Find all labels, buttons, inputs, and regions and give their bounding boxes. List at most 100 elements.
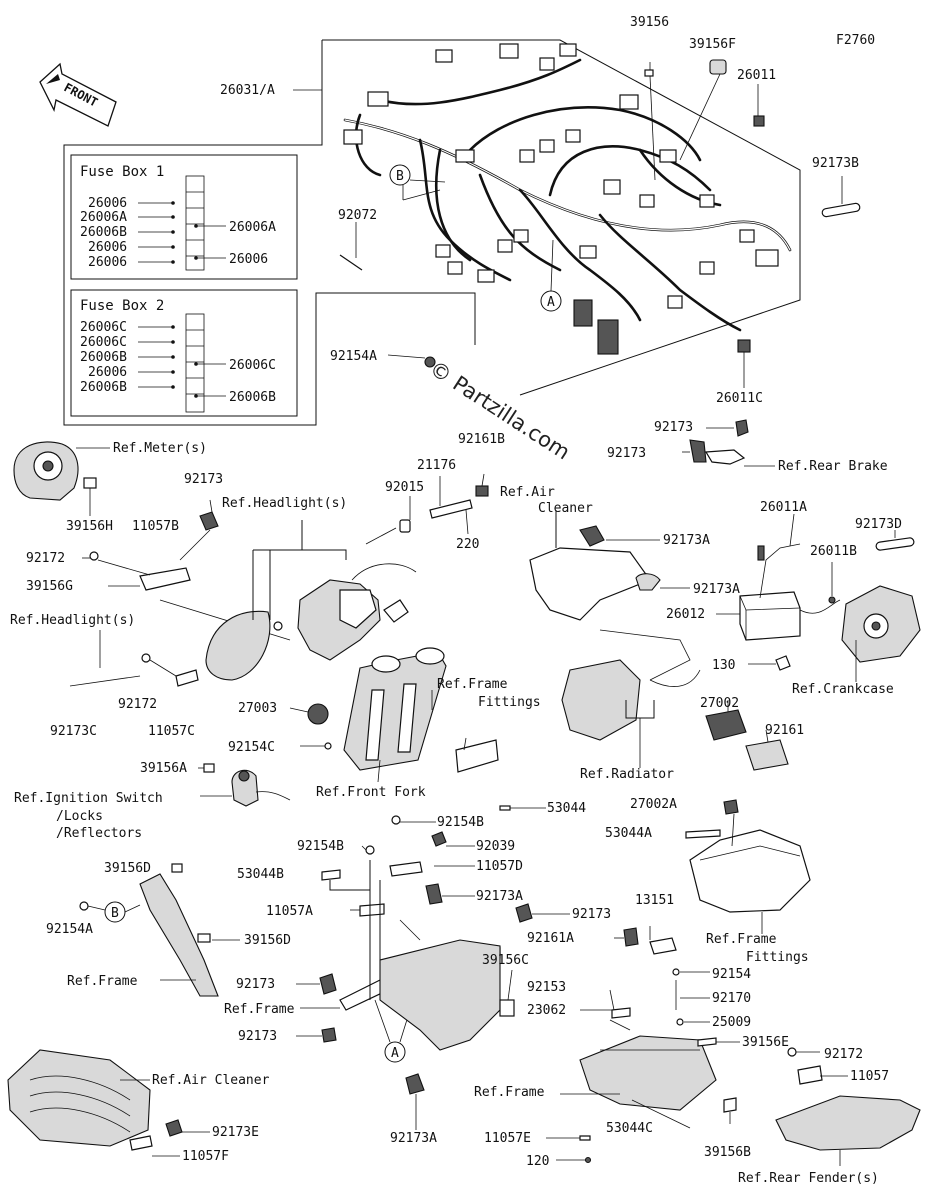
ref-label: Ref.Frame: [474, 1085, 545, 1100]
part-number: 27002A: [630, 797, 677, 812]
svg-text:B: B: [111, 906, 119, 921]
harness-connectors: [343, 43, 779, 355]
part-number: 92173: [236, 977, 275, 992]
fuse-box-1: Fuse Box 1 26006 26006A 26006B 26006 260…: [70, 154, 298, 280]
diagram-id: F2760: [836, 33, 875, 48]
part-number: 21176: [417, 458, 456, 473]
battery-tray: [685, 799, 811, 934]
part-number: 92015: [385, 480, 424, 495]
air-cleaner-box: [7, 1049, 210, 1157]
ref-label: Fittings: [746, 950, 809, 965]
part-number: 39156C: [482, 953, 529, 968]
main-wiring-harness: [343, 58, 792, 332]
ref-label: /Reflectors: [56, 826, 142, 841]
harness-group-bracket: [63, 90, 476, 426]
fuse-box-1-left-label: 26006B: [80, 225, 127, 240]
part-number: 53044: [547, 801, 586, 816]
part-number: 11057F: [182, 1149, 229, 1164]
part-number: 53044B: [237, 867, 284, 882]
circle-marker-b: B: [389, 164, 446, 201]
part-number: 130: [712, 658, 735, 673]
fuse-box-1-right-label: 26006A: [229, 220, 276, 235]
meter-assembly: [13, 441, 110, 516]
fuse-box-2-left-label: 26006C: [80, 320, 127, 335]
part-number: 53044C: [606, 1121, 653, 1136]
part-number: 92161: [765, 723, 804, 738]
clip-part: [644, 69, 654, 77]
svg-text:B: B: [396, 169, 404, 184]
fuse-box-2-left-label: 26006B: [80, 380, 127, 395]
fuse-box-2-right-label: 26006B: [229, 390, 276, 405]
crankcase: [841, 585, 921, 682]
radiator-shroud: [561, 629, 701, 768]
ref-label: Ref.Headlight(s): [222, 496, 347, 511]
air-cleaner-bracket: [529, 510, 690, 621]
part-number: 92039: [476, 839, 515, 854]
band-part: [821, 202, 861, 218]
fuse-box-2: Fuse Box 2 26006C 26006C 26006B 26006 26…: [70, 289, 298, 417]
part-number: 92172: [824, 1047, 863, 1062]
part-number: 92172: [118, 697, 157, 712]
circle-marker-a: A: [374, 999, 411, 1063]
ref-label: Ref.Meter(s): [113, 441, 207, 456]
part-number: 39156A: [140, 761, 187, 776]
ref-label: Ref.Radiator: [580, 767, 674, 782]
ref-label: Ref.Rear Fender(s): [738, 1171, 879, 1186]
part-number: 92173A: [663, 533, 710, 548]
part-number: 27002: [700, 696, 739, 711]
watermark: © Partzilla.com: [425, 356, 574, 464]
ref-label: Ref.Frame: [437, 677, 508, 692]
ref-label: /Locks: [56, 809, 103, 824]
part-number: 11057E: [484, 1131, 531, 1146]
ref-label: Ref.Rear Brake: [778, 459, 888, 474]
part-number: 92170: [712, 991, 751, 1006]
part-number: 25009: [712, 1015, 751, 1030]
rear-brake-switch: [682, 419, 775, 467]
part-number: 220: [456, 537, 479, 552]
part-number: 11057B: [132, 519, 179, 534]
frame-cover-left: [79, 863, 240, 997]
part-number: 92173E: [212, 1125, 259, 1140]
svg-text:A: A: [547, 295, 555, 310]
part-number: 26011B: [810, 544, 857, 559]
rear-fender: [775, 1047, 921, 1166]
ref-label: Ref.Frame: [224, 1002, 295, 1017]
harness-outline: [322, 39, 801, 396]
fuse-box-1-left-label: 26006: [88, 240, 127, 255]
ref-label: Ref.Headlight(s): [10, 613, 135, 628]
part-number: 39156E: [742, 1035, 789, 1050]
fuse-box-1-title: Fuse Box 1: [80, 164, 164, 180]
fuse-box-1-left-label: 26006A: [80, 210, 127, 225]
part-number: 39156H: [66, 519, 113, 534]
tie-part: [339, 254, 363, 271]
part-number: 39156D: [104, 861, 151, 876]
part-number: 92173: [184, 472, 223, 487]
circle-marker-a: A: [540, 239, 562, 312]
part-number: 13151: [635, 893, 674, 908]
ref-label: Ref.Front Fork: [316, 785, 426, 800]
part-number: 92172: [26, 551, 65, 566]
part-number: 92154: [712, 967, 751, 982]
center-brackets: [321, 737, 570, 923]
part-number: 92154B: [297, 839, 344, 854]
part-number: 92173: [572, 907, 611, 922]
ref-label: Fittings: [478, 695, 541, 710]
part-number: 92173A: [476, 889, 523, 904]
part-number: 92154A: [330, 349, 377, 364]
part-number: 92173: [654, 420, 693, 435]
ref-label: Ref.Frame: [706, 932, 777, 947]
relay-part: [753, 115, 765, 127]
part-number: 26031/A: [220, 83, 275, 98]
part-number: 11057D: [476, 859, 523, 874]
circle-marker-b: B: [104, 901, 141, 923]
ignition-switch: [198, 763, 291, 807]
fuse-box-2-left-label: 26006B: [80, 350, 127, 365]
part-number: 120: [526, 1154, 549, 1169]
part-number: 92173D: [855, 517, 902, 532]
part-number: 39156B: [704, 1145, 751, 1160]
tail-subframe: [546, 926, 740, 1164]
part-number: 92173A: [693, 582, 740, 597]
front-fork: [289, 647, 447, 783]
ref-label: Ref.Ignition Switch: [14, 791, 163, 806]
